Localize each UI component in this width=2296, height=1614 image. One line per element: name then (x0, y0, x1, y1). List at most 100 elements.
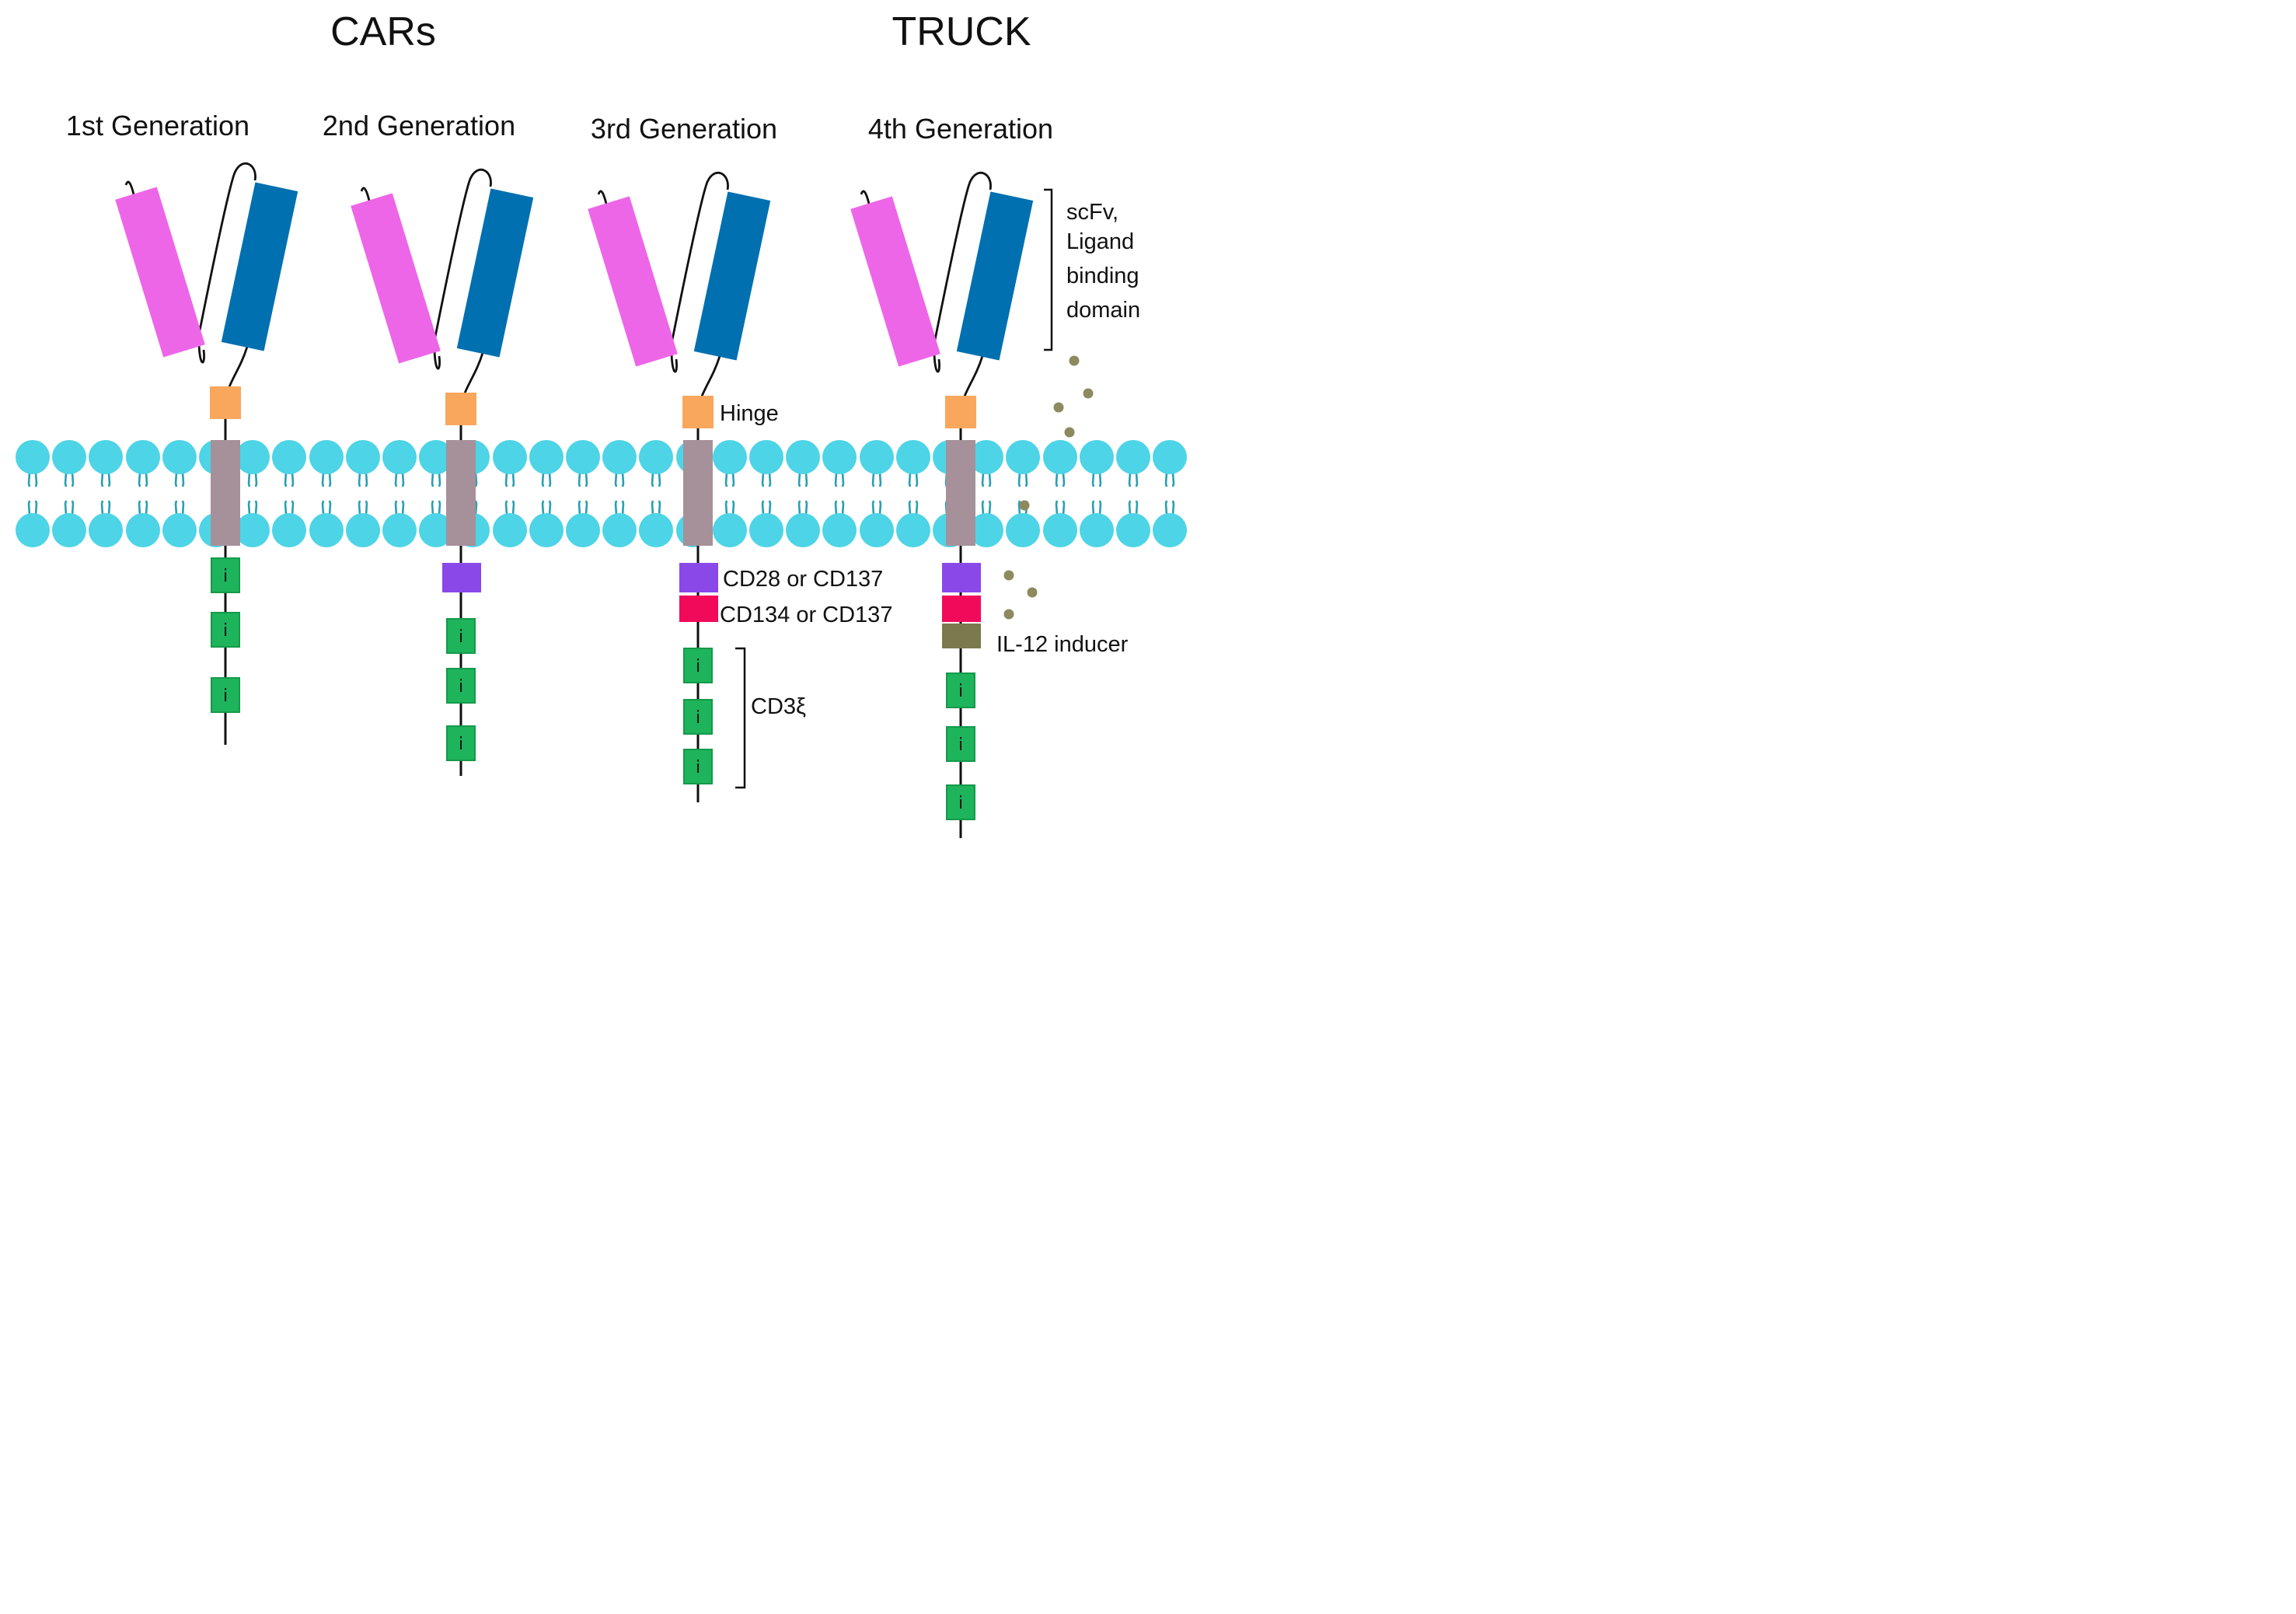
lipid-head-bottom (309, 513, 344, 547)
truck-header: TRUCK (892, 9, 1031, 54)
lipid-tail-lower (1091, 500, 1095, 515)
lipid-head-top (52, 440, 86, 474)
cars-header: CARs (330, 9, 436, 54)
cytokine-dot (1053, 402, 1064, 413)
lipid-tail-lower (724, 500, 728, 515)
lipid-tail-upper (724, 472, 728, 487)
lipid-tail-lower (1128, 500, 1132, 515)
lipid-tail-lower (584, 500, 588, 515)
lipid-head-top (786, 440, 820, 474)
car-receptor-generation-1: i i i (115, 162, 298, 745)
lipid-tail-lower (1017, 500, 1021, 515)
lipid-head-bottom (786, 513, 820, 547)
generation-3-title: 3rd Generation (591, 113, 777, 145)
hinge-label: Hinge (720, 401, 779, 426)
itam-motif: i (446, 668, 476, 704)
costimulatory-domain-cd28-cd137 (679, 563, 718, 592)
lipid-tail-upper (1098, 472, 1102, 487)
scfv-label-line-4: domain (1066, 298, 1140, 323)
scfv-vh-domain (693, 191, 771, 361)
lipid-head-bottom (566, 513, 600, 547)
itam-motif: i (211, 677, 240, 713)
lipid-tail-upper (27, 472, 31, 487)
lipid-head-bottom (529, 513, 564, 547)
lipid-tail-lower (431, 500, 434, 515)
costimulatory-domain-cd134-cd137 (942, 596, 981, 622)
itam-box (683, 648, 713, 683)
lipid-tail-lower (768, 500, 772, 515)
transmembrane-domain (211, 440, 240, 546)
scfv-vh-domain (221, 182, 298, 351)
lipid-tail-upper (577, 472, 581, 487)
lipid-head-top (896, 440, 930, 474)
itam-box (211, 557, 240, 593)
lipid-head-top (602, 440, 637, 474)
lipid-tail-lower (145, 500, 148, 515)
lipid-tail-lower (988, 500, 992, 515)
cytokine-dot (1019, 500, 1030, 511)
car-receptor-generation-2: iii (351, 168, 534, 776)
lipid-tails (27, 472, 1175, 515)
itam-label: i (223, 567, 228, 586)
lipid-head-top (346, 440, 380, 474)
lipid-tail-upper (761, 472, 765, 487)
lipid-tail-lower (761, 500, 765, 515)
lipid-tail-lower (915, 500, 919, 515)
lipid-tail-lower (797, 500, 801, 515)
lipid-head-bottom (969, 513, 1003, 547)
lipid-head-bottom (1080, 513, 1114, 547)
lipid-head-bottom (52, 513, 86, 547)
lipid-tail-lower (804, 500, 808, 515)
lipid-head-bottom (493, 513, 527, 547)
lipid-head-top (1153, 440, 1187, 474)
lipid-tail-upper (431, 472, 434, 487)
lipid-tail-lower (438, 500, 441, 515)
lipid-head-top (16, 440, 50, 474)
scfv-vl-domain (850, 196, 940, 367)
hinge-domain (445, 393, 476, 425)
lipid-head-bottom (162, 513, 197, 547)
lipid-tail-upper (1128, 472, 1132, 487)
lipid-head-top (162, 440, 197, 474)
lipid-tail-lower (1164, 500, 1168, 515)
lipid-tail-lower (64, 500, 68, 515)
itam-motif: i (946, 672, 975, 708)
hinge-domain (682, 396, 714, 428)
scfv-vl-domain (351, 193, 441, 364)
cd3-bracket (735, 647, 746, 789)
lipid-tail-upper (768, 472, 772, 487)
costimulatory-domain-cd134-cd137 (679, 596, 718, 622)
lipid-tail-lower (1055, 500, 1059, 515)
lipid-tail-lower (1171, 500, 1175, 515)
lipid-head-bottom (639, 513, 673, 547)
lipid-head-top (419, 440, 453, 474)
lipid-head-bottom (713, 513, 747, 547)
lipid-tail-upper (658, 472, 661, 487)
lipid-head-top (382, 440, 417, 474)
itam-label: i (223, 621, 228, 641)
itam-box (946, 726, 975, 762)
lipid-head-bottom (126, 513, 160, 547)
lipid-head-top (749, 440, 783, 474)
itam-label: i (223, 686, 228, 706)
lipid-tail-upper (651, 472, 654, 487)
lipid-tail-lower (138, 500, 141, 515)
itam-label: i (958, 682, 963, 701)
lipid-head-bottom (1043, 513, 1077, 547)
lipid-bilayer-membrane (16, 440, 1187, 547)
costim1-label: CD28 or CD137 (723, 567, 883, 592)
lipid-tail-lower (358, 500, 361, 515)
car-generations-diagram: CARs TRUCK 1st Generation 2nd Generation… (16, 9, 1187, 838)
itam-label: i (696, 708, 700, 728)
lipid-tail-lower (731, 500, 735, 515)
lipid-tail-upper (145, 472, 148, 487)
itam-label: i (958, 735, 963, 755)
lipid-head-top (309, 440, 344, 474)
lipid-tail-upper (584, 472, 588, 487)
il12-inducer-label: IL-12 inducer (996, 632, 1129, 657)
generation-1-title: 1st Generation (66, 110, 249, 141)
lipid-tail-upper (908, 472, 912, 487)
lipid-head-top (860, 440, 894, 474)
generation-2-title: 2nd Generation (323, 110, 515, 141)
scfv-vl-domain (115, 187, 205, 358)
